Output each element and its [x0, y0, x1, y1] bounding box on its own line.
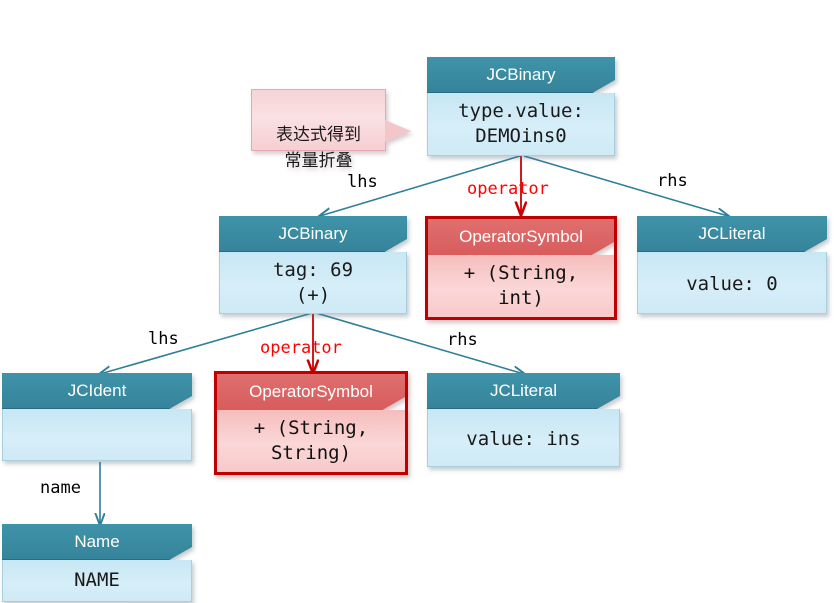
- node-jcliteral-1[interactable]: JCLiteral value: 0: [637, 216, 827, 314]
- node-root-jcbinary[interactable]: JCBinary type.value: DEMOins0: [427, 57, 615, 156]
- node-body-operatorsymbol-2: + (String, String): [217, 410, 405, 472]
- edge-label-rhs-1: rhs: [657, 171, 688, 191]
- node-operatorsymbol-1[interactable]: OperatorSymbol + (String, int): [425, 216, 617, 320]
- node-header-operatorsymbol-1: OperatorSymbol: [428, 219, 614, 255]
- node-body-jcbinary-2: tag: 69 (+): [219, 252, 407, 314]
- edge-label-name: name: [40, 478, 81, 498]
- node-header-operatorsymbol-2: OperatorSymbol: [217, 374, 405, 410]
- edge-rhs-2: [315, 312, 524, 374]
- node-header-name-1: Name: [2, 524, 192, 560]
- node-header-root-jcbinary: JCBinary: [427, 57, 615, 93]
- callout-tail-icon: [385, 120, 411, 142]
- node-body-jcliteral-2: value: ins: [427, 409, 620, 467]
- edge-label-operator-2: operator: [260, 338, 342, 358]
- node-jcident-1[interactable]: JCIdent: [2, 373, 192, 461]
- edge-label-lhs-2: lhs: [148, 329, 179, 349]
- edge-label-lhs-1: lhs: [347, 172, 378, 192]
- node-name-1[interactable]: Name NAME: [2, 524, 192, 602]
- node-body-jcident-1: [2, 409, 192, 461]
- node-header-jcbinary-2: JCBinary: [219, 216, 407, 252]
- node-operatorsymbol-2[interactable]: OperatorSymbol + (String, String): [214, 371, 408, 475]
- node-body-root-jcbinary: type.value: DEMOins0: [427, 93, 615, 156]
- node-body-operatorsymbol-1: + (String, int): [428, 255, 614, 317]
- edge-rhs-1: [523, 155, 728, 216]
- edge-label-rhs-2: rhs: [447, 330, 478, 350]
- callout-constant-folding: 表达式得到 常量折叠: [251, 89, 411, 170]
- node-body-name-1: NAME: [2, 560, 192, 602]
- node-jcliteral-2[interactable]: JCLiteral value: ins: [427, 373, 620, 467]
- callout-text: 表达式得到 常量折叠: [276, 125, 361, 170]
- node-header-jcliteral-2: JCLiteral: [427, 373, 620, 409]
- node-header-jcident-1: JCIdent: [2, 373, 192, 409]
- node-body-jcliteral-1: value: 0: [637, 252, 827, 314]
- edge-label-operator-1: operator: [467, 179, 549, 199]
- node-header-jcliteral-1: JCLiteral: [637, 216, 827, 252]
- node-jcbinary-2[interactable]: JCBinary tag: 69 (+): [219, 216, 407, 314]
